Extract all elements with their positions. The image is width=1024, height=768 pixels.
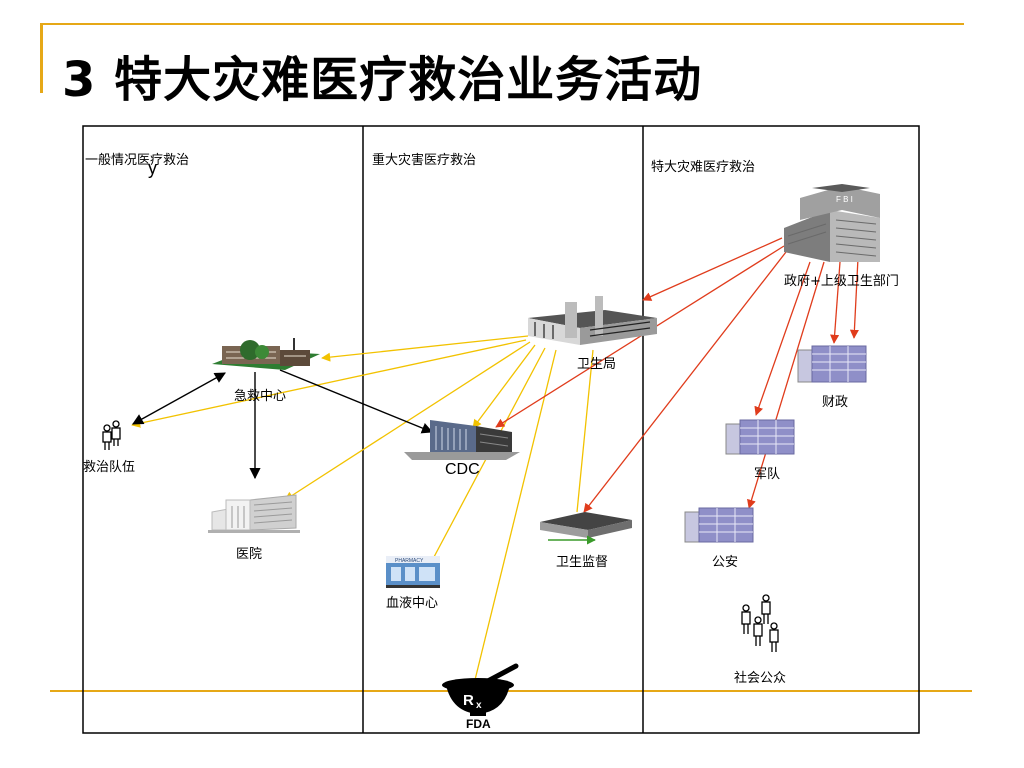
office-block-icon [684,507,754,543]
node-label-rescue-team: 救治队伍 [83,460,136,475]
node-label-ems-center: 急救中心 [234,389,287,404]
top-accent-rule [40,23,964,25]
arrow-bureau-to-ems [321,335,529,362]
pharmacy-icon: PHARMACY [386,556,440,588]
black-arrows [132,369,434,480]
node-label-health-supervision: 卫生监督 [556,555,609,570]
rx-mortar-icon: R x [442,663,519,716]
node-label-fda: FDA [466,717,491,731]
arrow-gov-to-supervision [583,251,787,513]
office-block-icon [725,419,795,455]
arrow-bureau-to-hospital [284,341,531,501]
svg-text:x: x [476,700,482,711]
svg-text:R: R [463,692,474,709]
office-building-icon [528,296,657,345]
arrow-gov-to-finance-b [849,257,859,339]
node-label-blood-center: 血液中心 [386,596,439,611]
arrow-gov-to-finance-a [830,261,841,344]
red-arrows [495,237,859,513]
arrow-gov-to-cdc [495,245,785,428]
arrow-bureau-to-fda [472,349,557,689]
arrow-team-ems [132,372,226,425]
warehouse-icon [540,512,632,545]
column-heading-major: 重大灾害医疗救治 [372,153,477,168]
lab-building-icon [404,420,520,460]
node-label-public: 社会公众 [734,671,787,686]
arrow-gov-to-bureau [642,237,783,301]
node-label-finance: 财政 [822,395,849,410]
node-label-military: 军队 [754,467,781,482]
arrow-ems-to-cdc [279,369,434,434]
column-heading-general: 一般情况医疗救治 [85,153,190,168]
arrow-gov-to-military [754,261,811,416]
node-label-cdc: CDC [445,461,480,478]
node-label-government: 政府+上级卫生部门 [784,274,899,289]
arrow-gov-to-police [747,261,825,509]
node-label-police: 公安 [712,555,739,570]
arrow-bureau-to-cdc [472,344,536,429]
slide-title: 3 特大灾难医疗救治业务活动 [62,52,703,108]
column-heading-catastrophic: 特大灾难医疗救治 [651,160,756,175]
diagram-frame [82,125,920,734]
node-label-health-bureau: 卫生局 [577,357,617,372]
column-stray-char: y [148,158,157,178]
office-block-icon [797,345,867,383]
yellow-arrows [131,335,594,689]
svg-text:F B I: F B I [836,195,853,204]
arrow-bureau-to-supervision [576,349,594,513]
emergency-center-building-icon [212,338,320,370]
hospital-building-icon [208,494,300,533]
crowd-icon [741,594,779,652]
people-icon [102,420,121,450]
fbi-tower-icon: F B I [784,184,880,262]
bottom-accent-rule [50,690,972,692]
side-accent-rule [40,23,43,93]
svg-text:PHARMACY: PHARMACY [395,558,424,564]
node-label-hospital: 医院 [236,547,263,562]
